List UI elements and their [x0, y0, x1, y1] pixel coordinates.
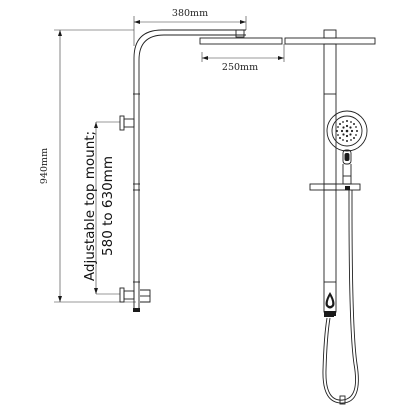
upper-wall-bracket	[119, 115, 135, 131]
adjustable-mount-dimension: Adjustable top mount; 580 to 630mm	[82, 121, 120, 295]
lower-wall-bracket	[119, 287, 151, 303]
front-riser-rail	[323, 43, 337, 316]
front-rain-head	[284, 29, 376, 45]
front-view	[284, 29, 376, 405]
adjustable-mount-line2: 580 to 630mm	[100, 156, 116, 256]
head-size-label: 250mm	[222, 62, 258, 73]
side-riser-rail	[133, 29, 246, 312]
adjustable-mount-line1: Adjustable top mount;	[82, 131, 98, 281]
head-size-dimension: 250mm	[201, 44, 285, 73]
side-rain-head	[199, 29, 283, 45]
total-height-label: 940mm	[39, 148, 50, 184]
flexible-hose	[322, 190, 359, 405]
arm-reach-label: 380mm	[172, 8, 208, 19]
handshower-holder	[309, 183, 361, 191]
side-view: 380mm 250mm 940mm Adjustable	[39, 8, 285, 312]
handshower-head	[326, 110, 368, 185]
arm-reach-dimension: 380mm	[133, 8, 247, 46]
handshower-nozzles	[336, 120, 358, 142]
